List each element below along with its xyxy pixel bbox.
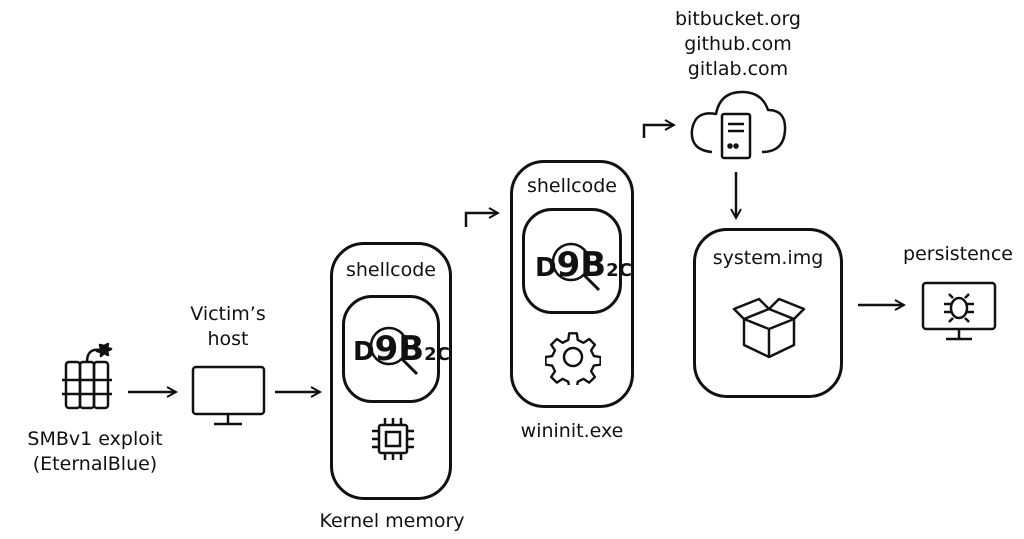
cloud-server-icon	[690, 90, 787, 160]
wininit-hex-card: D9B2C	[522, 208, 632, 314]
hex-left: D	[353, 337, 375, 367]
repo-label-bitbucket: bitbucket.org	[674, 8, 801, 30]
wininit-shellcode-label: shellcode	[526, 175, 617, 197]
gear-icon	[545, 332, 601, 385]
arrow-kernel-wininit	[464, 213, 498, 227]
dynamite-icon	[62, 342, 113, 410]
kernel-memory-label: Kernel memory	[319, 510, 465, 532]
hex-right: 2C	[424, 344, 450, 365]
bug-monitor-icon	[921, 281, 997, 341]
wininit-shellcode-box: shellcode D9B2C	[510, 160, 634, 408]
magnifier-icon-2	[551, 242, 601, 292]
hex-left-2: D	[535, 253, 557, 283]
box-icon	[732, 297, 806, 359]
kernel-hex-card: D9B2C	[342, 295, 450, 403]
system-img-label: system.img	[712, 247, 824, 269]
wininit-label: wininit.exe	[520, 420, 624, 442]
exploit-label-line1: SMBv1 exploit	[27, 428, 163, 450]
hex-right-2: 2C	[606, 260, 632, 281]
persistence-label: persistence	[903, 243, 1013, 265]
chip-icon	[372, 418, 414, 460]
monitor-icon	[191, 365, 266, 426]
magnifier-icon	[369, 326, 419, 376]
kernel-shellcode-label: shellcode	[345, 259, 436, 281]
arrow-wininit-cloud	[642, 125, 674, 138]
system-img-box: system.img	[693, 228, 843, 398]
victim-label-line2: host	[207, 328, 249, 350]
repo-label-gitlab: gitlab.com	[687, 58, 789, 80]
exploit-label-line2: (EternalBlue)	[32, 453, 158, 475]
repo-label-github: github.com	[684, 33, 792, 55]
kernel-shellcode-box: shellcode D9B2C	[330, 242, 452, 500]
victim-label-line1: Victim’s	[190, 303, 266, 325]
